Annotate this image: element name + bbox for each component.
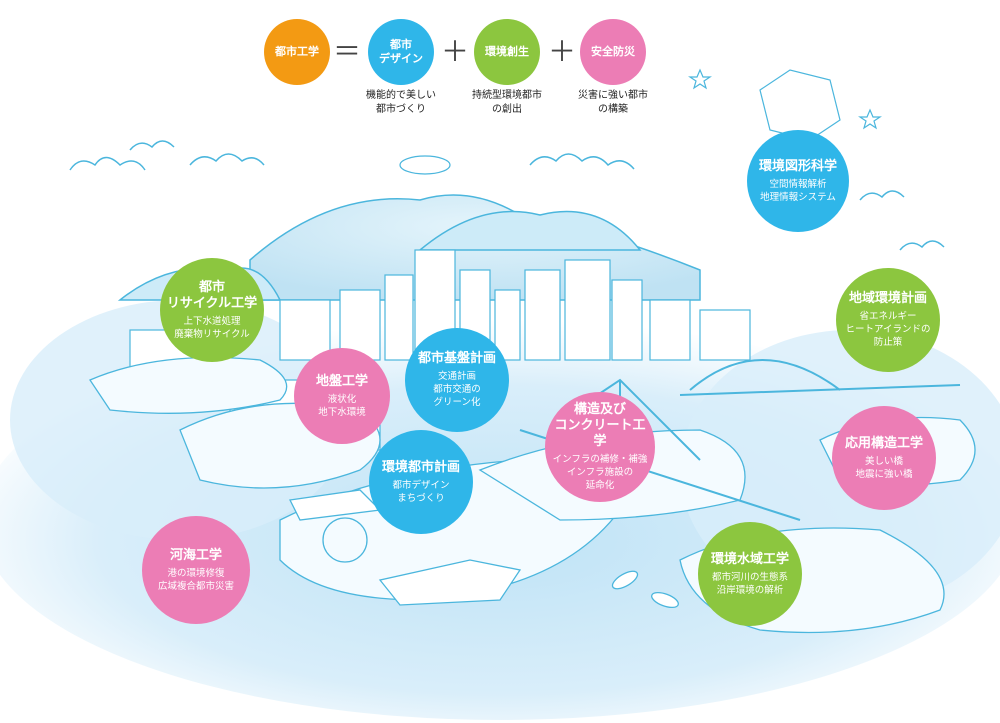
bubble-subtitle: 省エネルギー ヒートアイランドの 防止策 <box>845 311 931 348</box>
bubble-subtitle: インフラの補修・補強 インフラ施設の 延命化 <box>552 454 648 491</box>
formula-caption-safety: 災害に強い都市 の構築 <box>578 90 648 115</box>
bubble-subtitle: 美しい橋 地震に強い橋 <box>855 455 913 480</box>
airship <box>399 155 451 175</box>
bubble-subtitle: 空間情報解析 地理情報システム <box>760 178 836 203</box>
equals-sign: ＝ <box>333 35 362 68</box>
bubble-subtitle: 上下水道処理 廃棄物リサイクル <box>174 315 250 340</box>
bubble-title: 環境図形科学 <box>758 158 837 174</box>
bubble-title: 応用構造工学 <box>844 435 923 451</box>
bubble-title: 地域環境計画 <box>848 291 927 306</box>
bubble-kankyo-toshi[interactable]: 環境都市計画 都市デザイン まちづくり <box>369 430 473 534</box>
formula-lhs-label: 都市工学 <box>275 45 319 58</box>
formula-item-design-label: 都市 デザイン <box>379 38 423 65</box>
bubble-title: 都市基盤計画 <box>417 351 496 366</box>
bubble-subtitle: 液状化 地下水環境 <box>318 393 366 418</box>
formula-caption-environment: 持続型環境都市 の創出 <box>472 90 542 115</box>
bubble-oyo-kozo[interactable]: 応用構造工学 美しい橋 地震に強い橋 <box>832 406 936 510</box>
bubble-kankyo-zukei[interactable]: 環境図形科学 空間情報解析 地理情報システム <box>747 130 849 232</box>
bubble-title: 構造及び コンクリート工学 <box>554 402 646 449</box>
bubble-subtitle: 港の環境修復 広域複合都市災害 <box>157 567 234 592</box>
bubble-subtitle: 都市デザイン まちづくり <box>392 479 450 504</box>
bubble-title: 地盤工学 <box>315 373 368 389</box>
plus-sign-1: ＋ <box>441 35 470 68</box>
bubble-kozo[interactable]: 構造及び コンクリート工学 インフラの補修・補強 インフラ施設の 延命化 <box>545 392 655 502</box>
bubble-kakai[interactable]: 河海工学 港の環境修復 広域複合都市災害 <box>142 516 250 624</box>
bubble-subtitle: 都市河川の生態系 沿岸環境の解析 <box>711 571 788 596</box>
formula-item-environment-circle: 環境創生 <box>474 19 540 85</box>
bubble-title: 環境水域工学 <box>710 551 789 567</box>
bubble-toshi-recycle[interactable]: 都市 リサイクル工学 上下水道処理 廃棄物リサイクル <box>160 258 264 362</box>
formula-item-environment-label: 環境創生 <box>485 45 529 58</box>
stars <box>688 68 882 141</box>
bubble-subtitle: 交通計画 都市交通の グリーン化 <box>433 371 481 408</box>
bubble-jiban[interactable]: 地盤工学 液状化 地下水環境 <box>294 348 390 444</box>
formula-lhs-circle: 都市工学 <box>264 19 330 85</box>
bubble-kankyo-suiiki[interactable]: 環境水域工学 都市河川の生態系 沿岸環境の解析 <box>698 522 802 626</box>
ships <box>289 489 522 606</box>
bubble-title: 都市 リサイクル工学 <box>166 279 258 311</box>
bubble-title: 環境都市計画 <box>381 459 460 475</box>
formula-item-safety-label: 安全防災 <box>591 45 635 58</box>
bubble-toshi-kiban[interactable]: 都市基盤計画 交通計画 都市交通の グリーン化 <box>405 328 509 432</box>
bubble-chiiki-kankyo[interactable]: 地域環境計画 省エネルギー ヒートアイランドの 防止策 <box>836 268 940 372</box>
fish <box>611 570 679 609</box>
plus-sign-2: ＋ <box>548 35 577 68</box>
clouds <box>69 140 945 251</box>
formula-caption-design: 機能的で美しい 都市づくり <box>366 90 436 115</box>
formula-item-design-circle: 都市 デザイン <box>368 19 434 85</box>
bubble-title: 河海工学 <box>169 547 222 563</box>
formula-item-safety-circle: 安全防災 <box>580 19 646 85</box>
